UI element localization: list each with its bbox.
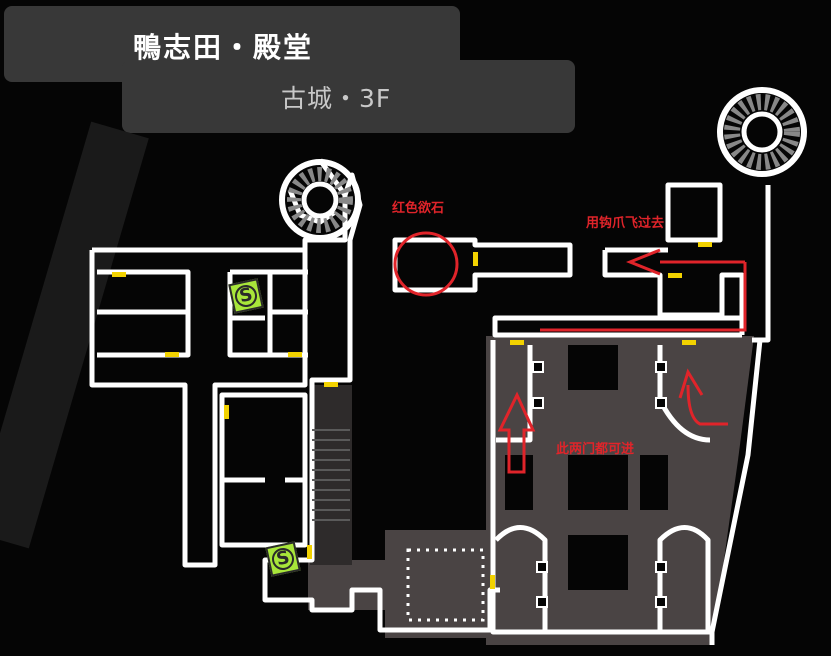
staircase-floor: [310, 385, 352, 565]
courtyard-grid: [406, 548, 485, 622]
corridor-floor: [308, 560, 388, 610]
courtyard-floor: [385, 530, 495, 638]
route-arrow-icon: [497, 391, 536, 474]
staircase-icon: [312, 429, 350, 521]
doors: [112, 242, 712, 589]
spiral-staircase-icon: [279, 159, 361, 241]
floor-subtitle: 古城・3F: [281, 84, 392, 113]
wall-markers: [532, 361, 667, 608]
shop-label: S: [269, 545, 297, 573]
route-annotations: [393, 231, 747, 474]
both-doors-label: 此两门都可进: [556, 442, 635, 457]
spiral-staircase-icon: [717, 87, 807, 177]
route-arrow-icon: [678, 368, 728, 426]
pillars: [505, 345, 668, 590]
red-gem-circle: [393, 231, 459, 297]
grapple-label: 用钩爪飞过去: [586, 216, 665, 231]
save-room-icon[interactable]: S: [228, 278, 264, 314]
route-arrow-icon: [625, 248, 745, 276]
shop-label: S: [232, 282, 260, 310]
walls: [89, 158, 771, 645]
save-room-icon[interactable]: S: [265, 541, 301, 577]
red-gem-label: 红色欲石: [392, 201, 445, 216]
route-arrow-icon: [540, 262, 747, 332]
area-title: 鴨志田・殿堂: [133, 31, 314, 64]
header-subtitle-panel: [122, 60, 575, 133]
background-shadow: [0, 121, 149, 549]
